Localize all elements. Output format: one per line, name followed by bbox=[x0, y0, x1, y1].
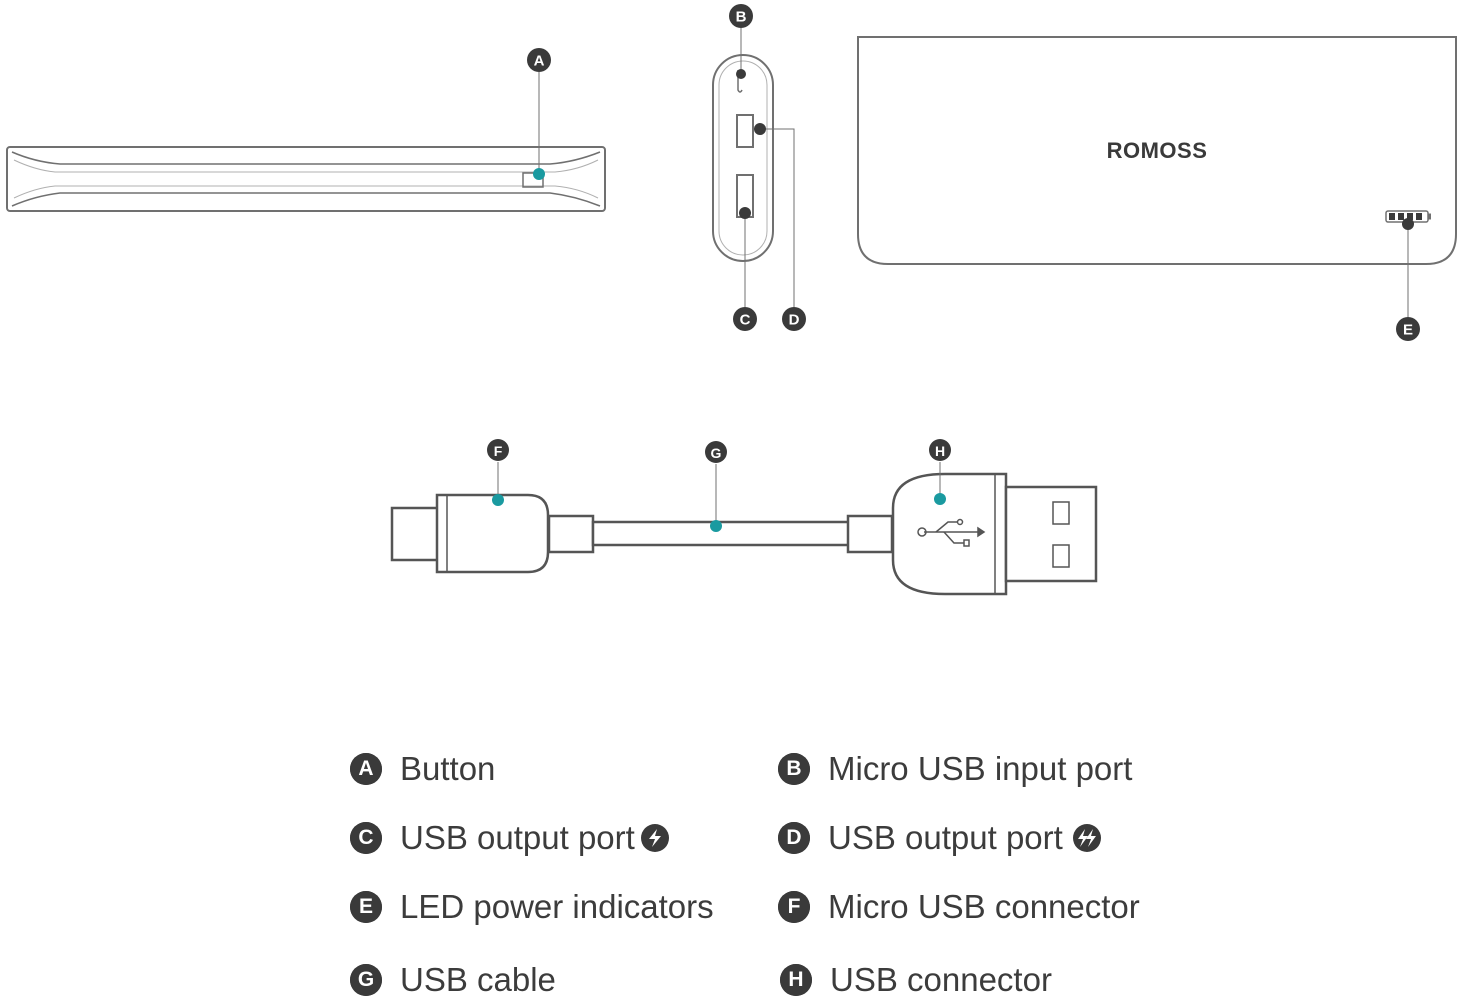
badge-a bbox=[527, 48, 551, 72]
button-shape bbox=[522, 172, 544, 188]
usb-plug bbox=[1004, 485, 1098, 583]
callout-c: C bbox=[733, 207, 757, 331]
badge-b bbox=[729, 4, 753, 28]
badge-f bbox=[487, 439, 509, 461]
badge-c bbox=[733, 307, 757, 331]
strain-relief-right bbox=[846, 514, 894, 554]
callout-a: A bbox=[527, 48, 551, 180]
callout-f: F bbox=[487, 439, 509, 506]
badge-e-letter: E bbox=[1403, 322, 1413, 339]
usb-cable-illustration bbox=[390, 472, 1098, 596]
usb-housing bbox=[891, 472, 1008, 596]
badge-d-letter: D bbox=[789, 312, 800, 329]
power-bank-side-view bbox=[6, 146, 606, 212]
usb-symbol-icon bbox=[917, 518, 986, 547]
usb-port-d-shape bbox=[736, 114, 754, 148]
strain-relief-left bbox=[547, 514, 595, 554]
callout-e: E bbox=[1396, 218, 1420, 341]
micro-usb-tip bbox=[390, 506, 440, 562]
callout-h: H bbox=[929, 439, 951, 505]
badge-h-letter: H bbox=[935, 443, 945, 459]
micro-usb-housing bbox=[435, 493, 550, 574]
badge-d bbox=[782, 307, 806, 331]
power-bank-top-view: ROMOSS bbox=[857, 36, 1457, 265]
badge-c-letter: C bbox=[740, 312, 751, 329]
callout-g: G bbox=[705, 441, 727, 532]
power-bank-end-view bbox=[712, 54, 774, 262]
badge-f-letter: F bbox=[494, 443, 503, 459]
micro-usb-port-shape bbox=[737, 70, 743, 93]
callout-b: B bbox=[729, 4, 753, 79]
badge-g-letter: G bbox=[711, 445, 722, 461]
badge-g bbox=[705, 441, 727, 463]
badge-e bbox=[1396, 317, 1420, 341]
badge-h bbox=[929, 439, 951, 461]
badge-a-letter: A bbox=[534, 53, 545, 70]
callout-dot-a bbox=[533, 168, 545, 180]
badge-b-letter: B bbox=[736, 9, 747, 26]
callout-d: D bbox=[754, 123, 806, 331]
brand-logo: ROMOSS bbox=[1107, 138, 1208, 163]
